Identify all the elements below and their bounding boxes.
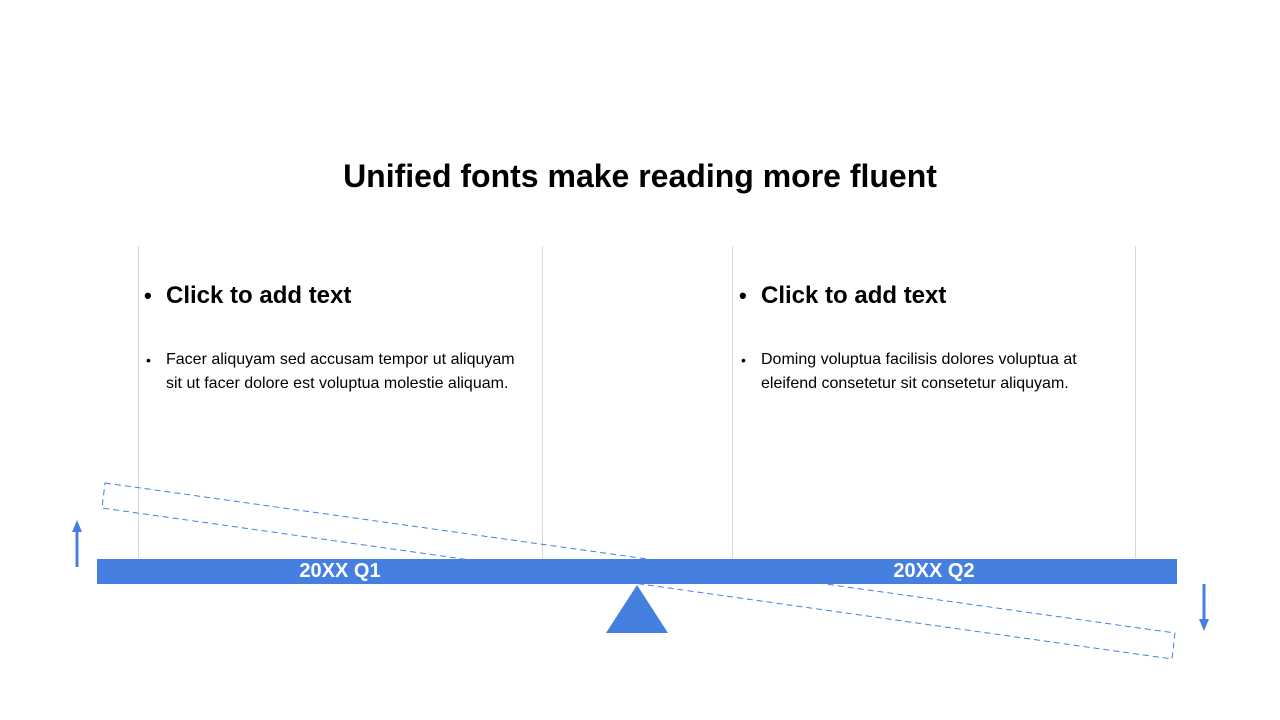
beam-label-left[interactable]: 20XX Q1 <box>299 560 381 582</box>
column-body[interactable]: Doming voluptua facilisis dolores volupt… <box>739 348 1129 396</box>
divider-line <box>1135 246 1136 558</box>
balance-beam: 20XX Q1 20XX Q2 <box>97 559 1177 584</box>
text-column-right: Click to add text Doming voluptua facili… <box>739 280 1129 396</box>
arrow-up-icon <box>72 520 82 567</box>
beam-label-right[interactable]: 20XX Q2 <box>893 560 975 582</box>
arrow-down-icon <box>1199 584 1209 631</box>
column-heading[interactable]: Click to add text <box>739 280 1129 312</box>
triangle-fulcrum-icon <box>606 585 668 633</box>
divider-line <box>542 246 543 558</box>
text-column-left: Click to add text Facer aliquyam sed acc… <box>144 280 534 396</box>
column-heading[interactable]: Click to add text <box>144 280 534 312</box>
divider-line <box>732 246 733 558</box>
slide-title[interactable]: Unified fonts make reading more fluent <box>343 158 937 194</box>
column-body[interactable]: Facer aliquyam sed accusam tempor ut ali… <box>144 348 534 396</box>
divider-line <box>138 246 139 558</box>
